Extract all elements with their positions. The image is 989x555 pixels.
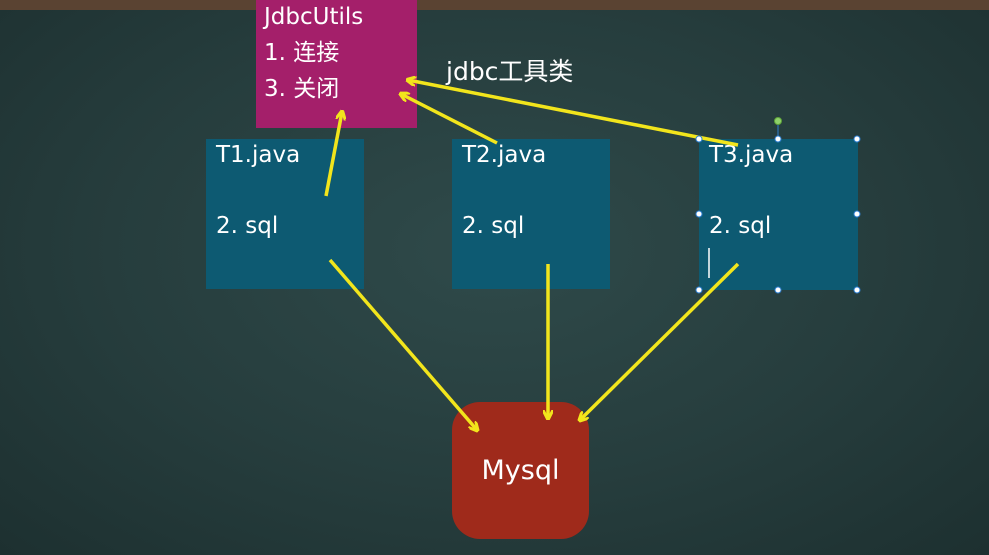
arrow-t3-to-utils xyxy=(408,80,739,147)
jdbc-tool-label: jdbc工具类 xyxy=(446,57,574,86)
jdbcutils-box[interactable]: JdbcUtils 1. 连接 3. 关闭 xyxy=(256,0,417,128)
t3-java-name: T3.java xyxy=(709,142,794,168)
arrow-t3-to-mysql xyxy=(580,262,740,420)
mysql-label: Mysql xyxy=(481,455,560,486)
t2-sql-step: 2. sql xyxy=(462,213,525,239)
arrow-t1-to-mysql xyxy=(328,258,477,430)
close-step: 3. 关闭 xyxy=(264,76,340,102)
t3-sql-step: 2. sql xyxy=(709,213,772,239)
t3-java-box[interactable]: T3.java 2. sql xyxy=(699,139,858,290)
t1-sql-step: 2. sql xyxy=(216,213,279,239)
mysql-box[interactable]: Mysql xyxy=(452,402,589,539)
jdbcutils-title: JdbcUtils xyxy=(264,4,364,30)
t2-java-name: T2.java xyxy=(462,142,547,168)
board-frame xyxy=(0,0,989,10)
arrow-t1-to-utils xyxy=(324,112,342,197)
selection-handles xyxy=(695,135,861,294)
t2-java-box[interactable]: T2.java 2. sql xyxy=(452,139,610,289)
connect-step: 1. 连接 xyxy=(264,40,340,66)
arrow-t2-to-utils xyxy=(401,94,498,145)
t1-java-name: T1.java xyxy=(216,142,301,168)
t1-java-box[interactable]: T1.java 2. sql xyxy=(206,139,364,289)
rotate-handle xyxy=(774,117,782,125)
